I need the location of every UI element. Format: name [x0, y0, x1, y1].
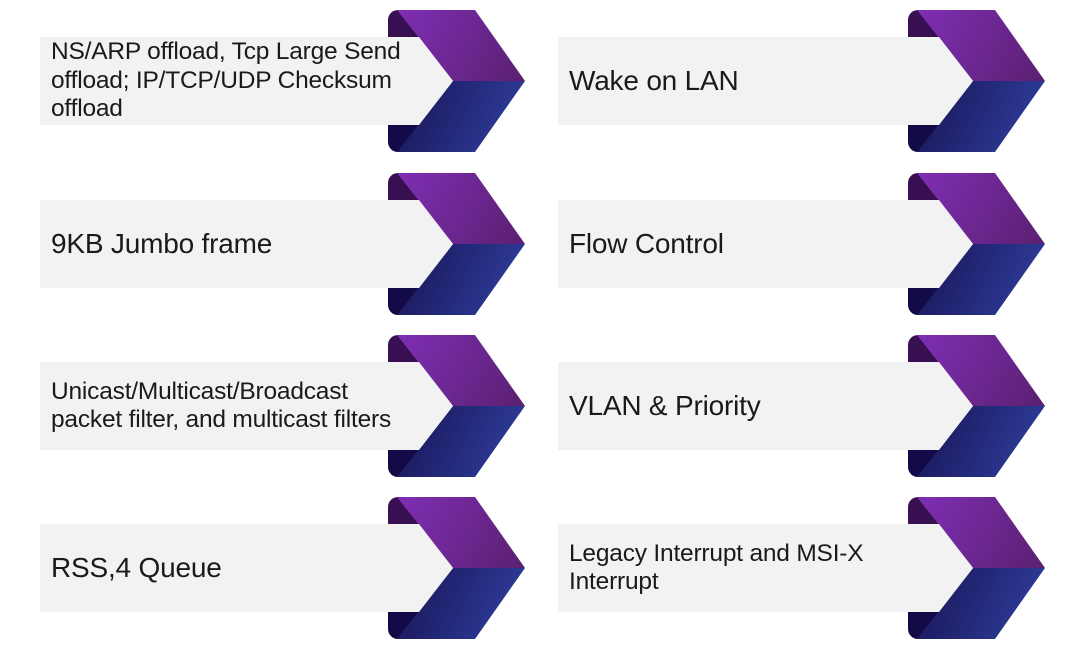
feature-item-packet-filter: Unicast/Multicast/Broadcast packet filte…	[40, 335, 535, 477]
feature-label: VLAN & Priority	[569, 390, 761, 421]
feature-bar: Flow Control	[558, 200, 973, 288]
feature-item-wake-on-lan: Wake on LAN	[558, 10, 1053, 152]
feature-bar: NS/ARP offload, Tcp Large Send offload; …	[40, 37, 453, 125]
feature-label: NS/ARP offload, Tcp Large Send offload; …	[51, 38, 401, 123]
feature-item-vlan-priority: VLAN & Priority	[558, 335, 1053, 477]
feature-label: Wake on LAN	[569, 65, 739, 96]
feature-item-jumbo-frame: 9KB Jumbo frame	[40, 173, 535, 315]
feature-bar: RSS,4 Queue	[40, 524, 453, 612]
feature-label: 9KB Jumbo frame	[51, 228, 273, 259]
feature-item-flow-control: Flow Control	[558, 173, 1053, 315]
feature-label: RSS,4 Queue	[51, 552, 222, 583]
feature-item-rss-queue: RSS,4 Queue	[40, 497, 535, 639]
feature-label: Legacy Interrupt and MSI-X Interrupt	[569, 539, 864, 595]
feature-label: Unicast/Multicast/Broadcast packet filte…	[51, 377, 392, 433]
feature-label: Flow Control	[569, 228, 724, 259]
feature-item-offload: NS/ARP offload, Tcp Large Send offload; …	[40, 10, 535, 152]
feature-bar: 9KB Jumbo frame	[40, 200, 453, 288]
feature-bar: Unicast/Multicast/Broadcast packet filte…	[40, 362, 453, 450]
feature-bar: Wake on LAN	[558, 37, 973, 125]
feature-bar: Legacy Interrupt and MSI-X Interrupt	[558, 524, 973, 612]
feature-bar: VLAN & Priority	[558, 362, 973, 450]
feature-item-interrupt: Legacy Interrupt and MSI-X Interrupt	[558, 497, 1053, 639]
